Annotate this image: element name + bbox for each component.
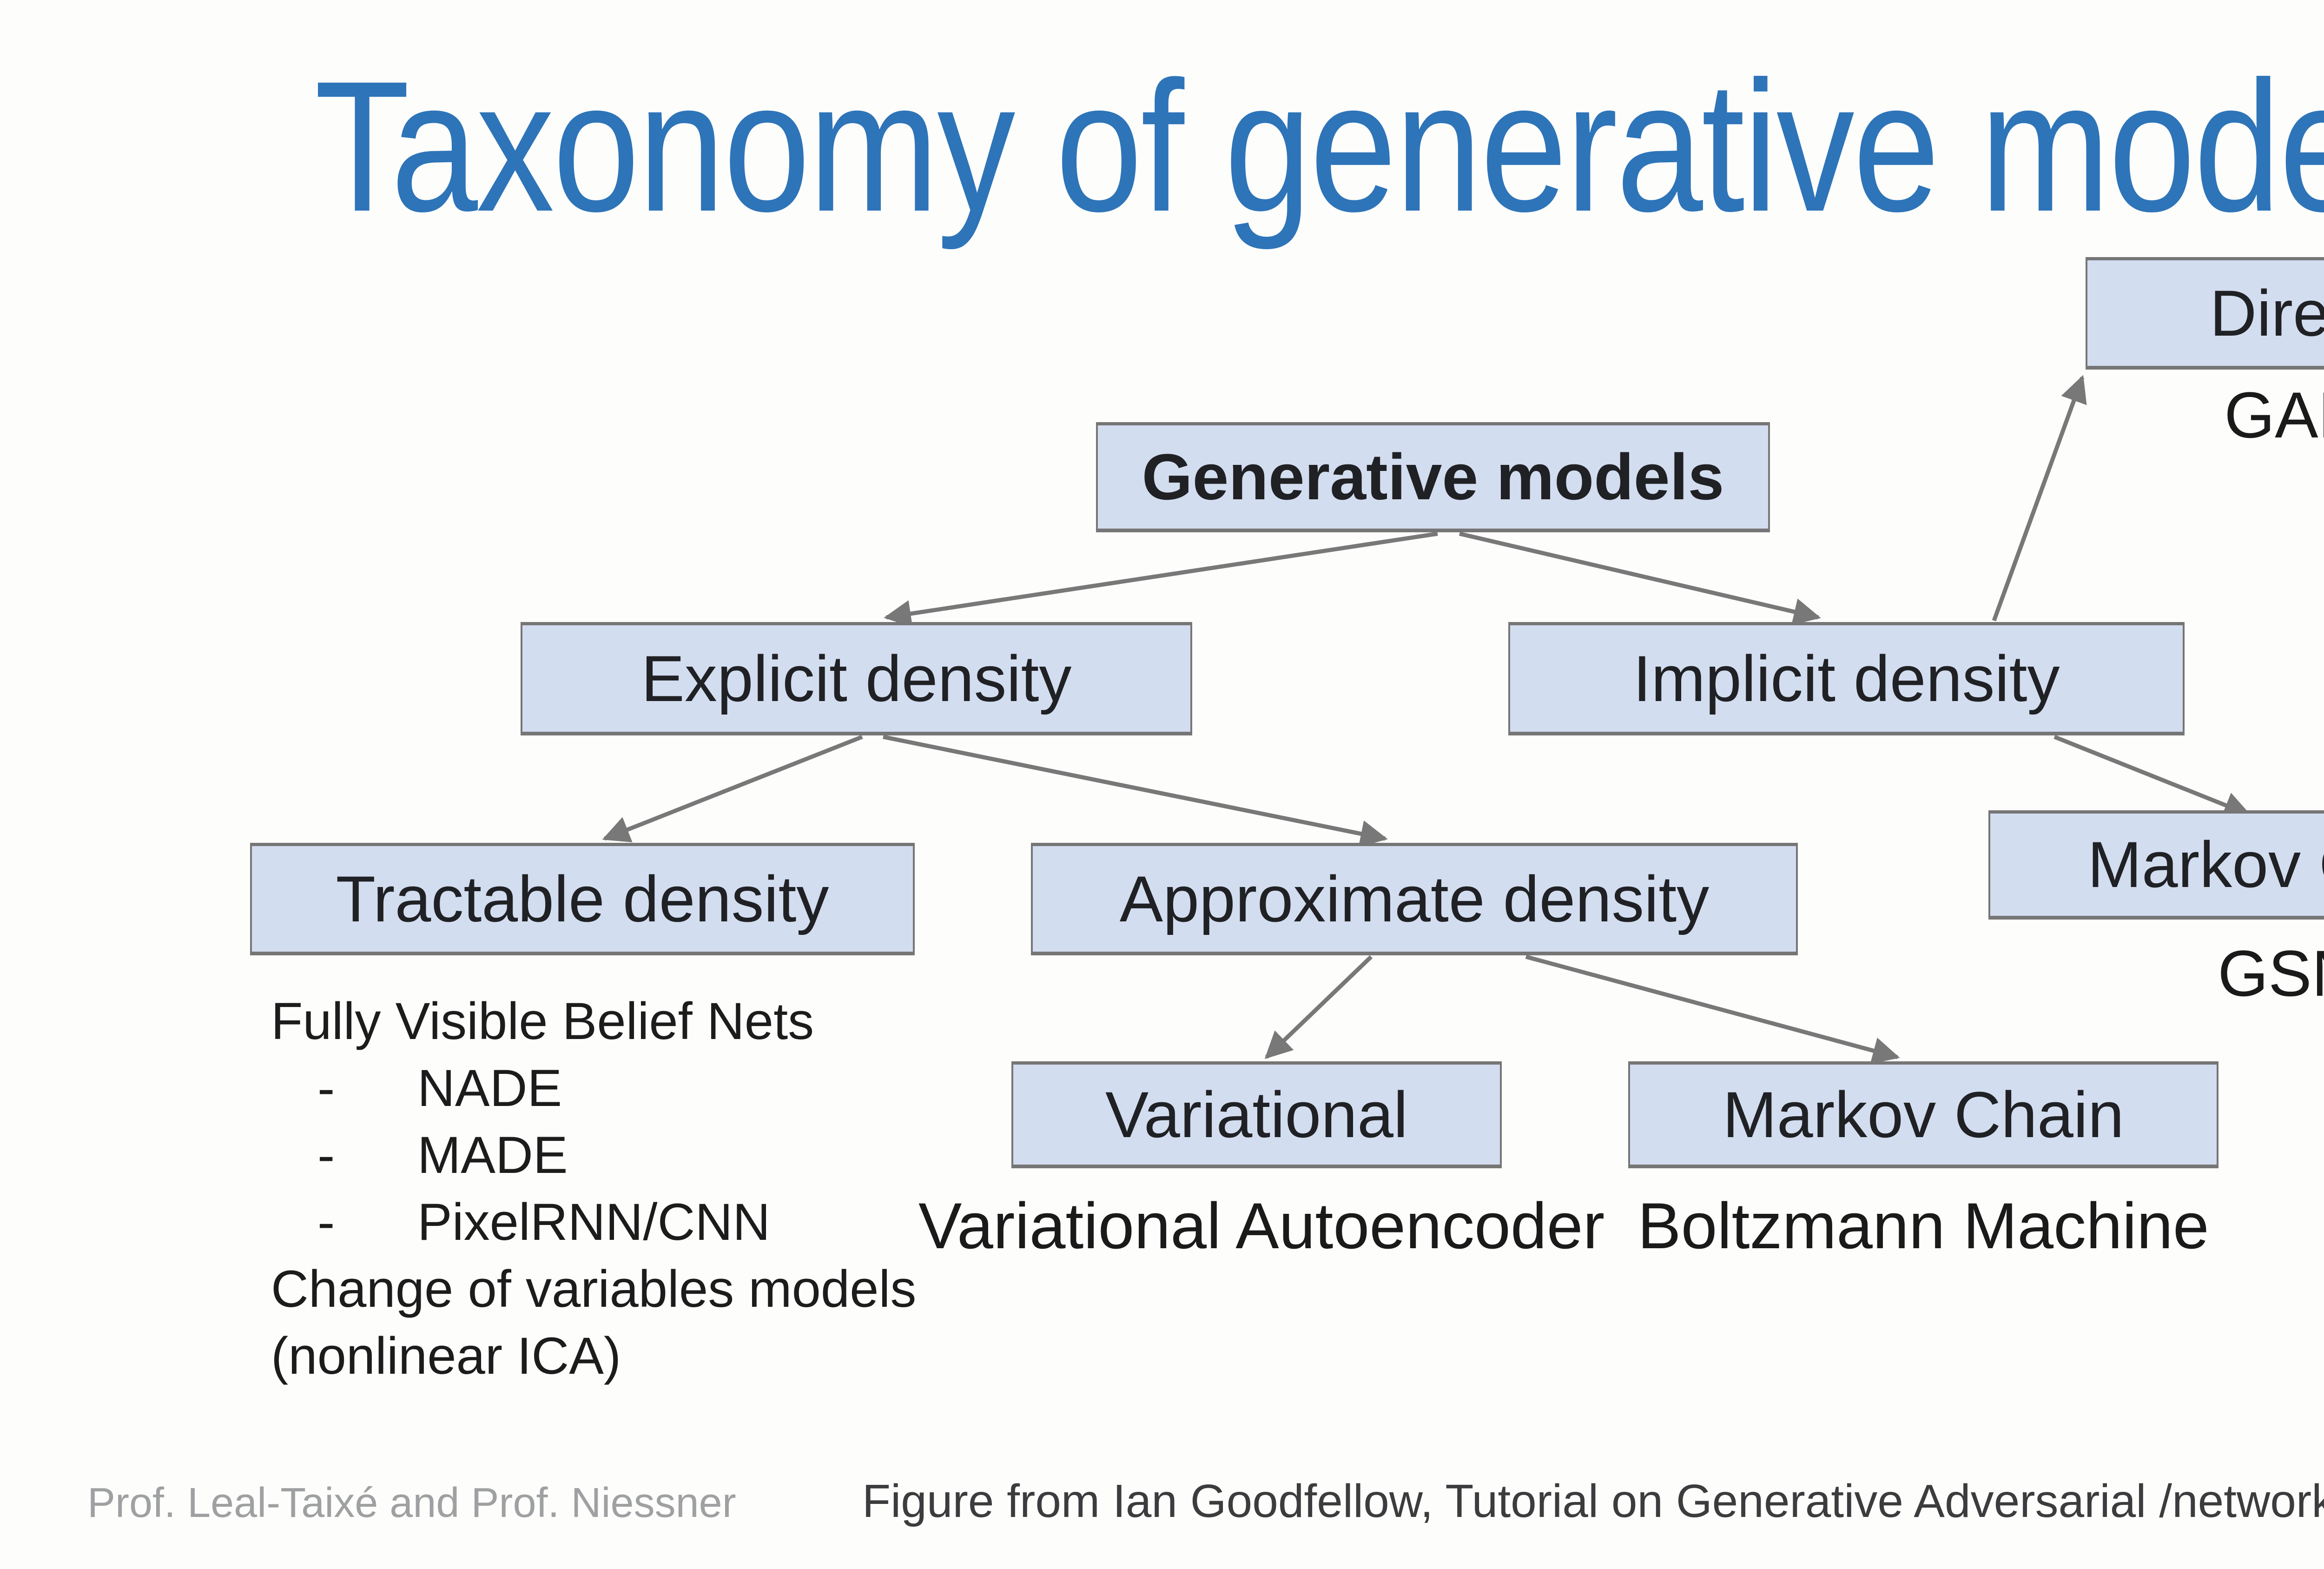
node-tractable-density-label: Tractable density	[336, 862, 829, 935]
notes-footnote-line1: Change of variables models	[271, 1260, 917, 1318]
list-item: - MADE	[271, 1122, 916, 1189]
page-title: Taxonomy of generative models	[314, 42, 2324, 250]
bullet-label: MADE	[417, 1126, 568, 1184]
node-implicit-density: Implicit density	[1508, 622, 2185, 735]
arrow-explicit-to-tractable	[602, 735, 863, 842]
node-variational-label: Variational	[1105, 1078, 1408, 1151]
node-markov-chain-gsn-label: Markov Chain	[2087, 828, 2324, 901]
node-approximate-density-label: Approximate density	[1119, 862, 1710, 935]
arrow-approximate-to-variational	[1264, 955, 1373, 1059]
arrow-generative-to-explicit	[884, 531, 1438, 628]
node-direct: Direct	[2086, 257, 2324, 370]
sublabel-gan: GAN	[2224, 378, 2324, 451]
node-generative-models: Generative models	[1096, 422, 1770, 532]
list-item: - PixelRNN/CNN	[271, 1189, 916, 1256]
list-item: - NADE	[271, 1055, 916, 1122]
node-variational: Variational	[1011, 1061, 1502, 1168]
node-markov-chain-gsn: Markov Chain	[1988, 810, 2324, 920]
arrow-implicit-to-markov-gsn	[2053, 735, 2251, 818]
arrow-implicit-to-direct	[1992, 375, 2087, 622]
node-direct-label: Direct	[2210, 276, 2324, 350]
node-tractable-density: Tractable density	[250, 843, 915, 955]
slide-header: Taxonomy of generative models	[0, 44, 2324, 249]
sublabel-gsn: GSN	[2218, 937, 2324, 1010]
tractable-density-notes: Fully Visible Belief Nets - NADE - MADE - P…	[271, 988, 916, 1390]
node-explicit-density: Explicit density	[521, 622, 1192, 735]
sublabel-variational-autoencoder: Variational Autoencoder	[918, 1189, 1605, 1262]
footer-attribution: Figure from Ian Goodfellow, Tutorial on …	[862, 1475, 2324, 1527]
arrow-explicit-to-approximate	[883, 735, 1388, 847]
sublabel-boltzmann-machine: Boltzmann Machine	[1637, 1189, 2209, 1262]
notes-footnote-line2: (nonlinear ICA)	[271, 1327, 621, 1385]
node-markov-chain-boltzmann: Markov Chain	[1628, 1061, 2218, 1168]
bullet-label: PixelRNN/CNN	[417, 1193, 771, 1251]
bullet-dash: -	[317, 1193, 335, 1251]
arrow-generative-to-implicit	[1459, 531, 1821, 625]
node-implicit-density-label: Implicit density	[1633, 642, 2060, 715]
bullet-dash: -	[317, 1059, 335, 1117]
footer-authors: Prof. Leal-Taixé and Prof. Niessner	[87, 1480, 736, 1526]
node-markov-chain-boltzmann-label: Markov Chain	[1723, 1078, 2124, 1151]
node-explicit-density-label: Explicit density	[641, 642, 1072, 715]
notes-heading: Fully Visible Belief Nets	[271, 992, 814, 1050]
node-generative-models-label: Generative models	[1142, 440, 1724, 513]
bullet-dash: -	[317, 1126, 335, 1184]
bullet-label: NADE	[417, 1059, 562, 1117]
node-approximate-density: Approximate density	[1031, 843, 1798, 955]
arrow-approximate-to-markov-boltzmann	[1525, 954, 1900, 1064]
